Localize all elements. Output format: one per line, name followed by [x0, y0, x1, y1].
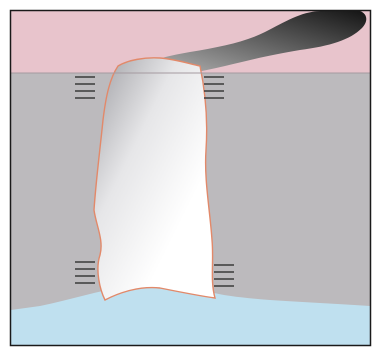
channel-column: [94, 58, 215, 300]
